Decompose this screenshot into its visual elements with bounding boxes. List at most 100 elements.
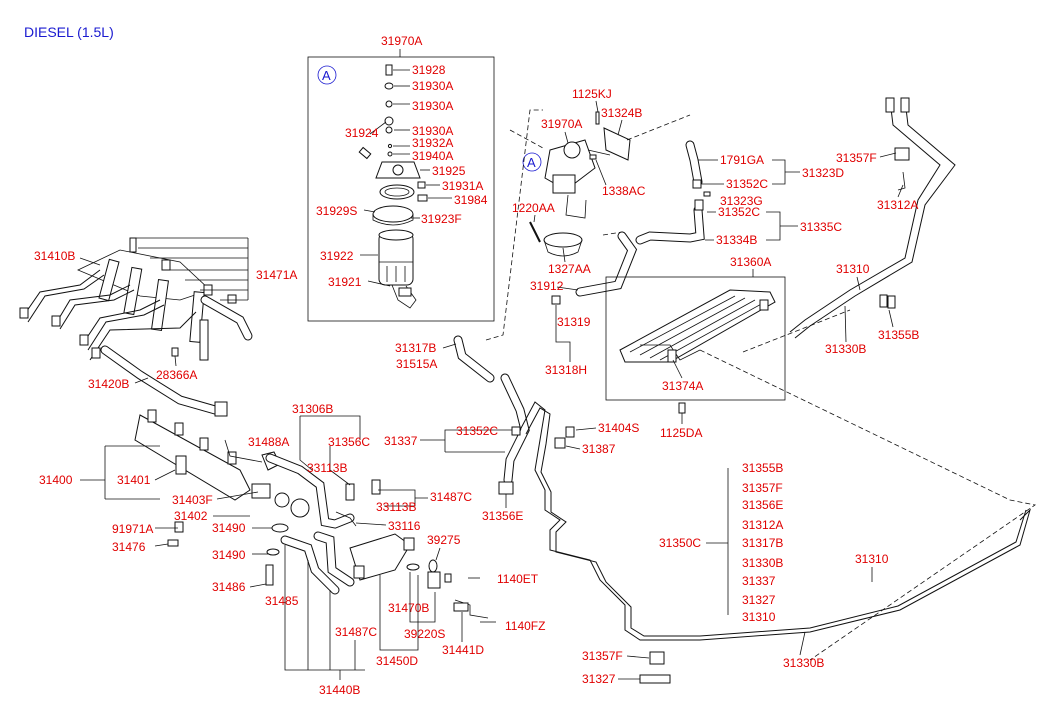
lower-left-leaders xyxy=(80,415,361,588)
leader-line xyxy=(698,159,724,185)
label-33113B-1: 33113B xyxy=(307,461,347,475)
leader-line xyxy=(420,429,512,453)
label-1327AA: 1327AA xyxy=(548,262,591,276)
label-31930A-3: 31930A xyxy=(412,124,453,138)
label-31984: 31984 xyxy=(454,193,488,207)
leader-line xyxy=(442,343,457,349)
leader-line xyxy=(555,305,571,362)
leader-line xyxy=(672,359,683,379)
label-31912: 31912 xyxy=(530,279,564,293)
label-31490-2: 31490 xyxy=(212,548,246,562)
leader-line xyxy=(379,575,419,651)
label-31355B-1: 31355B xyxy=(878,328,919,342)
dashed-connection xyxy=(485,109,543,341)
leader-line xyxy=(284,545,365,671)
label-31356E-2: 31356E xyxy=(742,498,783,512)
label-31471A: 31471A xyxy=(256,268,297,282)
filter-assembly xyxy=(529,111,631,305)
label-39220S: 39220S xyxy=(404,627,445,641)
label-31330B-3: 31330B xyxy=(783,656,824,670)
label-31387: 31387 xyxy=(582,442,616,456)
label-31401: 31401 xyxy=(117,473,151,487)
canister-detail-box xyxy=(605,276,786,401)
detail-marker-circle xyxy=(317,65,337,85)
label-31925: 31925 xyxy=(432,164,466,178)
label-91971A: 91971A xyxy=(112,522,153,536)
filter-exploded-parts xyxy=(358,64,428,309)
label-31932A: 31932A xyxy=(412,136,453,150)
injectors-assembly xyxy=(19,237,253,417)
label-31330B-2: 31330B xyxy=(742,556,783,570)
label-33113B-2: 33113B xyxy=(376,500,416,514)
bolt-1125DA xyxy=(678,402,686,414)
label-31334B: 31334B xyxy=(716,233,757,247)
leader-line xyxy=(772,159,800,185)
leader-line xyxy=(562,247,566,263)
label-31940A: 31940A xyxy=(412,149,453,163)
label-31355B-2: 31355B xyxy=(742,461,783,475)
label-31403F: 31403F xyxy=(172,493,213,507)
label-31374A: 31374A xyxy=(662,379,703,393)
leader-line xyxy=(799,631,806,656)
label-31923F: 31923F xyxy=(421,212,462,226)
leader-line xyxy=(435,547,441,561)
label-31356E-1: 31356E xyxy=(482,509,523,523)
label-31970A-2: 31970A xyxy=(541,117,582,131)
label-33116: 33116 xyxy=(388,519,421,533)
label-31485: 31485 xyxy=(265,594,299,608)
leader-line xyxy=(355,522,387,526)
leader-line xyxy=(617,119,623,136)
filter-leader-lines xyxy=(360,69,452,287)
label-31352C-2: 31352C xyxy=(718,205,760,219)
label-31337-1: 31337 xyxy=(384,434,418,448)
label-31470B: 31470B xyxy=(388,601,429,615)
label-31356C: 31356C xyxy=(328,435,370,449)
leader-line xyxy=(564,131,569,144)
label-31404S: 31404S xyxy=(598,421,639,435)
label-1791GA: 1791GA xyxy=(720,153,764,167)
label-31930A-1: 31930A xyxy=(412,79,453,93)
leader-line xyxy=(378,489,428,507)
label-31317B-1: 31317B xyxy=(395,341,436,355)
leader-line xyxy=(556,286,579,291)
dashed-connection xyxy=(742,309,851,353)
detail-marker-a: A xyxy=(322,68,331,83)
label-1140FZ: 1140FZ xyxy=(505,619,545,633)
label-31357F-1: 31357F xyxy=(836,151,877,165)
leader-line xyxy=(888,309,894,328)
label-31310-1: 31310 xyxy=(836,262,870,276)
label-31928: 31928 xyxy=(412,63,446,77)
kit-list-leaders xyxy=(706,468,729,615)
label-31337-2: 31337 xyxy=(742,574,776,588)
label-31921: 31921 xyxy=(328,275,362,289)
label-31487C-1: 31487C xyxy=(430,490,472,504)
label-31357F-3: 31357F xyxy=(582,649,623,663)
label-1338AC: 1338AC xyxy=(602,184,646,198)
label-1125DA: 1125DA xyxy=(660,426,702,440)
label-31352C-3: 31352C xyxy=(456,424,498,438)
label-31312A-1: 31312A xyxy=(877,198,918,212)
leader-line xyxy=(409,572,436,623)
leader-line xyxy=(856,276,861,291)
label-31318H: 31318H xyxy=(545,363,587,377)
label-31360A: 31360A xyxy=(730,255,771,269)
label-31310-2: 31310 xyxy=(742,610,776,624)
label-31327-2: 31327 xyxy=(582,672,616,686)
leader-line xyxy=(879,152,897,158)
label-31487C-2: 31487C xyxy=(335,625,377,639)
label-31317B-2: 31317B xyxy=(742,536,783,550)
label-31930A-2: 31930A xyxy=(412,99,453,113)
pipe-bundle xyxy=(619,289,776,363)
main-fuel-lines xyxy=(519,401,1032,684)
label-31450D: 31450D xyxy=(376,654,418,668)
leader-line xyxy=(626,655,650,659)
label-31441D: 31441D xyxy=(442,643,484,657)
label-31319: 31319 xyxy=(557,315,591,329)
label-31922: 31922 xyxy=(320,249,354,263)
detail-marker-circle-2 xyxy=(522,152,542,172)
label-31440B: 31440B xyxy=(319,683,360,697)
label-31420B: 31420B xyxy=(88,377,129,391)
label-31352C-1: 31352C xyxy=(726,177,768,191)
